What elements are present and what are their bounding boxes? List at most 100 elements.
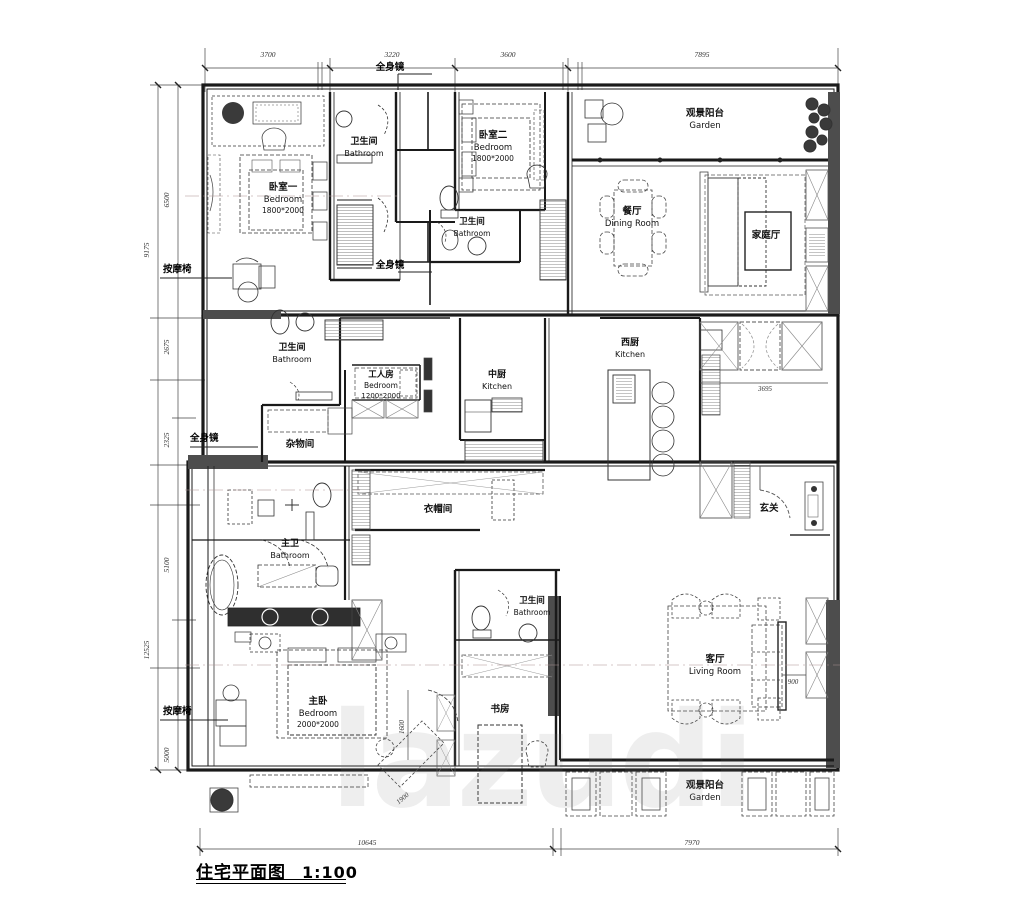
dim-left-outer-0: 9175: [142, 242, 151, 257]
room-cn: 观景阳台: [685, 107, 725, 119]
room-cn: 餐厅: [621, 205, 642, 217]
room-label-bathroom-2: 卫生间 Bathroom: [454, 216, 491, 238]
room-en: Bathroom: [344, 149, 384, 158]
right-cabinets-north: [805, 169, 829, 312]
annotation-massage-chair-bottom: 按摩椅: [163, 705, 192, 717]
room-en: Bathroom: [454, 229, 491, 238]
storage-room-furniture: [267, 407, 353, 435]
room-label-garden-bottom: 观景阳台 Garden: [685, 779, 725, 803]
room-en: Garden: [689, 121, 720, 131]
room-cn: 卧室一: [269, 181, 298, 193]
annotation-massage-chair-top: 按摩椅: [163, 263, 192, 275]
living-room-furniture: [667, 593, 787, 725]
maid-room-furniture: [351, 357, 433, 419]
dim-top-1: 3220: [384, 50, 400, 59]
dim-interior-0: 3695: [757, 385, 773, 393]
room-label-master-bed: 主卧 Bedroom 2000*2000: [297, 695, 339, 729]
foyer-door: [759, 466, 791, 519]
north-block-walls: [328, 92, 828, 315]
annotation-labels: 按摩椅 全身镜 按摩椅 全身镜 全身镜: [163, 61, 405, 717]
room-cn: 主卫: [281, 537, 299, 549]
dimension-ticks: [154, 64, 842, 853]
kitchen-cn-fixtures: [464, 397, 544, 521]
master-bedroom-furniture: [209, 599, 445, 813]
room-en: Bathroom: [270, 551, 310, 560]
bathroom-3-fixtures: [270, 309, 384, 401]
room-en: Bedroom: [364, 381, 398, 390]
bedroom-1-furniture: [207, 95, 328, 303]
south-block-walls: [192, 466, 834, 767]
room-label-family: 家庭厅: [752, 229, 781, 241]
room-label-bathroom-3: 卫生间 Bathroom: [272, 341, 312, 364]
dim-left-inner-1: 2675: [162, 339, 171, 354]
room-labels: 卧室一 Bedroom 1800*2000 卫生间 Bathroom 卧室二 B…: [262, 107, 781, 803]
room-cn: 卫生间: [459, 216, 485, 227]
room-label-kitchen-cn: 中厨 Kitchen: [482, 368, 512, 391]
room-label-living: 客厅 Living Room: [689, 653, 741, 677]
room-en: Bedroom: [264, 195, 302, 205]
room-cn: 家庭厅: [752, 229, 781, 241]
garden-bottom-furniture: [565, 771, 835, 817]
wardrobe-corridor: [351, 469, 544, 566]
room-size: 1200*2000: [361, 392, 400, 400]
room-en: Garden: [689, 793, 720, 803]
room-cn: 书房: [490, 703, 509, 715]
room-label-study: 书房: [490, 703, 509, 715]
room-label-bedroom-2: 卧室二 Bedroom 1800*2000: [472, 129, 514, 163]
room-cn: 观景阳台: [685, 779, 725, 791]
dim-top-3: 7895: [695, 50, 710, 59]
room-en: Dining Room: [605, 219, 659, 229]
room-en: Bathroom: [514, 608, 551, 617]
room-en: Living Room: [689, 667, 741, 677]
room-label-dining: 餐厅 Dining Room: [605, 205, 659, 229]
annotation-leaders: [160, 73, 432, 721]
dim-interior-1: 900: [788, 678, 799, 686]
bathroom-2-fixtures: [436, 185, 487, 256]
right-cabinets-south: [805, 597, 829, 699]
title-underline: [196, 879, 346, 880]
room-label-wardrobe: 衣帽间: [424, 503, 453, 515]
interior-dim-lines: [407, 382, 828, 760]
dimension-text-bottom: 10645 7970: [358, 838, 700, 847]
storage-hatch: [336, 199, 567, 281]
room-en: Kitchen: [482, 382, 512, 391]
room-size: 2000*2000: [297, 720, 339, 729]
room-cn: 卧室二: [479, 129, 508, 141]
corridor: [396, 92, 431, 305]
cabinet-row-mid: [699, 321, 830, 536]
room-label-storage: 杂物间: [286, 438, 315, 450]
dim-top-0: 3700: [260, 50, 276, 59]
dim-left-inner-2: 2325: [162, 432, 171, 447]
title-underline-second: [196, 883, 346, 884]
dim-left-inner-3: 5100: [162, 557, 171, 572]
room-label-bedroom-1: 卧室一 Bedroom 1800*2000: [262, 181, 304, 215]
centerlines: [185, 195, 840, 666]
room-label-master-bath: 主卫 Bathroom: [270, 537, 310, 560]
dim-bottom-1: 7970: [685, 838, 700, 847]
dim-left-inner-0: 6500: [162, 192, 171, 207]
dim-top-2: 3600: [500, 50, 516, 59]
room-label-kitchen-west: 西厨 Kitchen: [615, 337, 645, 359]
room-en: Kitchen: [615, 350, 645, 359]
room-size: 1800*2000: [472, 154, 514, 163]
room-cn: 客厅: [704, 653, 725, 665]
room-label-maid-room: 工人房 Bedroom 1200*2000: [361, 369, 400, 400]
master-bath-fixtures: [205, 482, 339, 616]
annotation-mirror-mid: 全身镜: [375, 259, 405, 271]
room-cn: 中厨: [488, 368, 506, 380]
room-en: Bathroom: [272, 355, 312, 364]
room-label-bathroom-1: 卫生间 Bathroom: [344, 135, 384, 158]
room-cn: 卫生间: [519, 595, 545, 606]
annotation-mirror-top: 全身镜: [375, 61, 405, 73]
dim-bottom-0: 10645: [358, 838, 377, 847]
room-en: Bedroom: [474, 143, 512, 153]
room-label-foyer: 玄关: [759, 502, 779, 514]
dim-interior-2: 1600: [398, 720, 406, 735]
dining-table: [599, 179, 667, 277]
dimension-text-top: 3700 3220 3600 7895: [260, 50, 710, 59]
room-cn: 衣帽间: [424, 503, 453, 515]
bedroom-2-furniture: [458, 99, 548, 193]
